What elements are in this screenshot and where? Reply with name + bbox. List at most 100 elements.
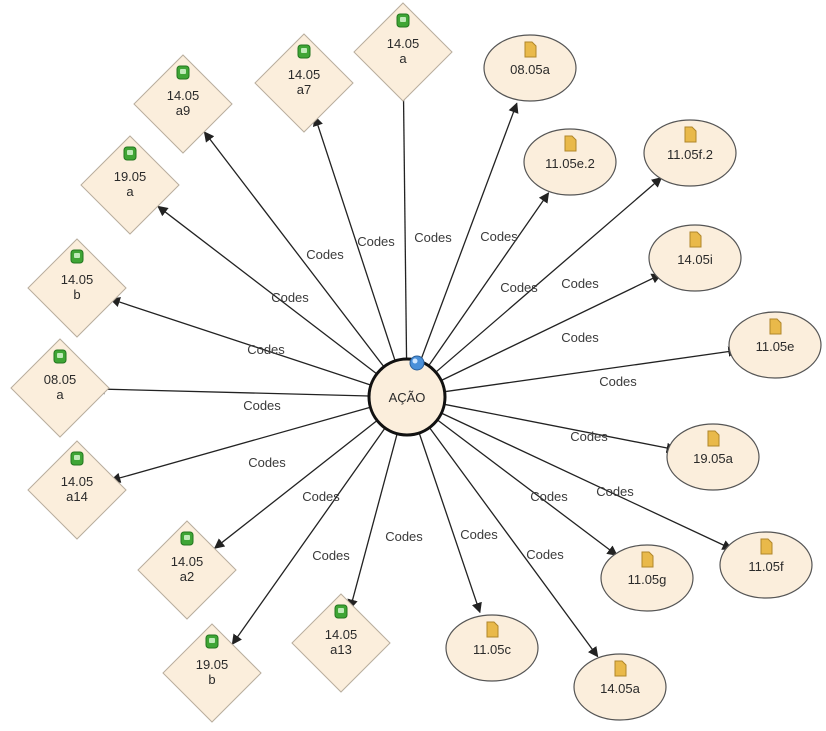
edge-label-codes: Codes — [247, 342, 285, 357]
code-node-label: a7 — [297, 82, 311, 97]
edge-label-codes: Codes — [460, 527, 498, 542]
edge-to-11.05e.2[interactable] — [428, 192, 550, 367]
document-icon — [641, 551, 654, 568]
edge-label-codes: Codes — [526, 547, 564, 562]
edge-to-19.05-a[interactable] — [157, 205, 378, 375]
code-node-shape — [27, 238, 127, 338]
edges-layer — [94, 86, 739, 658]
edge-label-codes: Codes — [243, 398, 281, 413]
nodes-layer: 14.05a14.05a714.05a919.05a14.05b08.05a14… — [10, 2, 822, 723]
code-node[interactable]: 19.05a — [80, 135, 180, 235]
code-node-label: 14.05 — [325, 627, 358, 642]
document-node-label: 11.05e.2 — [545, 156, 595, 171]
edge-label-codes: Codes — [312, 548, 350, 563]
code-node-label: b — [73, 287, 80, 302]
green-code-icon — [205, 634, 219, 649]
edge-to-08.05-a[interactable] — [94, 383, 370, 397]
document-node[interactable]: 11.05g — [600, 544, 694, 612]
document-node-label: 19.05a — [693, 451, 734, 466]
edge-to-14.05-a7[interactable] — [312, 115, 396, 362]
code-node-shape — [291, 593, 391, 693]
code-node-label: 14.05 — [61, 474, 94, 489]
edge-to-11.05e[interactable] — [444, 346, 739, 393]
code-node[interactable]: 19.05b — [162, 623, 262, 723]
edge-to-14.05-a[interactable] — [398, 86, 409, 360]
document-node-label: 11.05f.2 — [667, 147, 713, 162]
edge-to-11.05g[interactable] — [436, 419, 618, 556]
edge-to-19.05a[interactable] — [444, 403, 678, 454]
edge-to-08.05a[interactable] — [419, 102, 519, 362]
document-icon — [486, 621, 499, 638]
center-node[interactable]: AÇÃO — [367, 355, 447, 437]
edge-to-19.05-b[interactable] — [231, 427, 386, 646]
edge-to-14.05a[interactable] — [428, 427, 599, 658]
document-node[interactable]: 11.05f.2 — [643, 119, 737, 187]
code-node-shape — [353, 2, 453, 102]
green-code-icon — [176, 65, 190, 80]
document-node-shape — [719, 531, 813, 599]
code-node-label: b — [208, 672, 215, 687]
document-node[interactable]: 08.05a — [483, 34, 577, 102]
document-node[interactable]: 11.05f — [719, 531, 813, 599]
document-node-label: 11.05g — [628, 572, 667, 587]
document-node-shape — [523, 128, 617, 196]
document-node-label: 11.05f — [748, 559, 784, 574]
code-node-label: a13 — [330, 642, 352, 657]
code-node-label: 08.05 — [44, 372, 77, 387]
edge-label-codes: Codes — [599, 374, 637, 389]
edge-to-11.05c[interactable] — [418, 432, 482, 614]
code-node[interactable]: 14.05a — [353, 2, 453, 102]
edge-to-11.05f[interactable] — [441, 412, 733, 550]
document-node-shape — [643, 119, 737, 187]
edge-label-codes: Codes — [570, 429, 608, 444]
document-icon — [684, 126, 697, 143]
document-node[interactable]: 14.05a — [573, 653, 667, 721]
green-code-icon — [396, 13, 410, 28]
edge-label-codes: Codes — [414, 230, 452, 245]
code-node-label: 19.05 — [196, 657, 229, 672]
edge-label-codes: Codes — [561, 276, 599, 291]
code-node[interactable]: 14.05b — [27, 238, 127, 338]
edge-label-codes: Codes — [271, 290, 309, 305]
edge-label-codes: Codes — [302, 489, 340, 504]
document-node-label: 08.05a — [510, 62, 551, 77]
green-code-icon — [53, 349, 67, 364]
edge-to-14.05-a13[interactable] — [347, 433, 398, 610]
edge-to-14.05-a14[interactable] — [109, 406, 371, 483]
document-node-label: 11.05e — [756, 339, 795, 354]
document-node[interactable]: 11.05e — [728, 311, 822, 379]
document-node-label: 11.05c — [473, 642, 512, 657]
code-node[interactable]: 08.05a — [10, 338, 110, 438]
code-node-label: 19.05 — [114, 169, 147, 184]
edge-to-14.05i[interactable] — [440, 273, 662, 382]
code-node-shape — [80, 135, 180, 235]
document-icon — [524, 41, 537, 58]
document-node[interactable]: 19.05a — [666, 423, 760, 491]
green-code-icon — [123, 146, 137, 161]
code-node-label: 14.05 — [61, 272, 94, 287]
green-code-icon — [70, 249, 84, 264]
document-node-label: 14.05i — [677, 252, 713, 267]
edge-to-14.05-a2[interactable] — [213, 419, 378, 549]
document-node[interactable]: 11.05e.2 — [523, 128, 617, 196]
document-node-shape — [728, 311, 822, 379]
edge-to-14.05-b[interactable] — [109, 297, 372, 386]
document-node[interactable]: 14.05i — [648, 224, 742, 292]
edge-to-14.05-a9[interactable] — [203, 131, 385, 368]
document-node[interactable]: 11.05c — [445, 614, 539, 682]
document-icon — [769, 318, 782, 335]
document-node-shape — [573, 653, 667, 721]
code-node-label: a9 — [176, 103, 190, 118]
edge-label-codes: Codes — [500, 280, 538, 295]
edge-label-codes: Codes — [530, 489, 568, 504]
code-node-shape — [27, 440, 127, 540]
code-node-label: 14.05 — [387, 36, 420, 51]
edge-to-11.05f.2[interactable] — [435, 176, 663, 373]
